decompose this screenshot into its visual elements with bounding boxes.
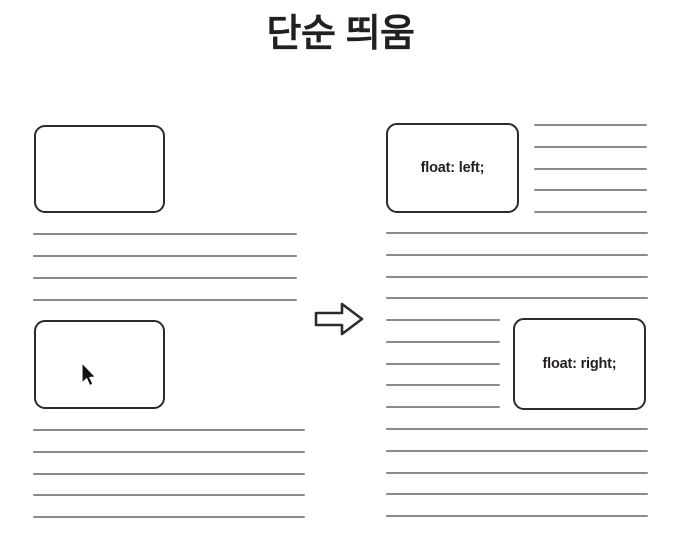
float-left-box-label: float: left; (420, 160, 485, 176)
text-line (33, 429, 305, 431)
text-line (534, 124, 647, 126)
text-line (33, 299, 297, 301)
text-line (33, 451, 305, 453)
text-line (33, 473, 305, 475)
text-line (534, 189, 647, 191)
text-line (386, 363, 500, 365)
text-line (33, 277, 297, 279)
text-line (386, 450, 648, 452)
text-line (33, 494, 305, 496)
right-arrow-icon (313, 300, 365, 338)
text-line (534, 146, 647, 148)
text-line (386, 232, 648, 234)
content-box-empty-bottom[interactable] (34, 320, 165, 409)
text-line (534, 211, 647, 213)
text-line (33, 516, 305, 518)
text-line (386, 406, 500, 408)
page-title: 단순 띄움 (266, 13, 415, 55)
float-right-box[interactable]: float: right; (513, 318, 646, 410)
content-box-empty-top[interactable] (34, 125, 165, 213)
text-line (386, 515, 648, 517)
text-line (386, 319, 500, 321)
text-line (386, 384, 500, 386)
text-line (386, 341, 500, 343)
text-line (386, 276, 648, 278)
float-right-box-label: float: right; (542, 356, 617, 372)
text-line (386, 297, 648, 299)
text-line (33, 255, 297, 257)
float-left-box[interactable]: float: left; (386, 123, 519, 213)
text-line (386, 254, 648, 256)
text-line (386, 472, 648, 474)
text-line (386, 493, 648, 495)
text-line (386, 428, 648, 430)
text-line (534, 168, 647, 170)
text-line (33, 233, 297, 235)
